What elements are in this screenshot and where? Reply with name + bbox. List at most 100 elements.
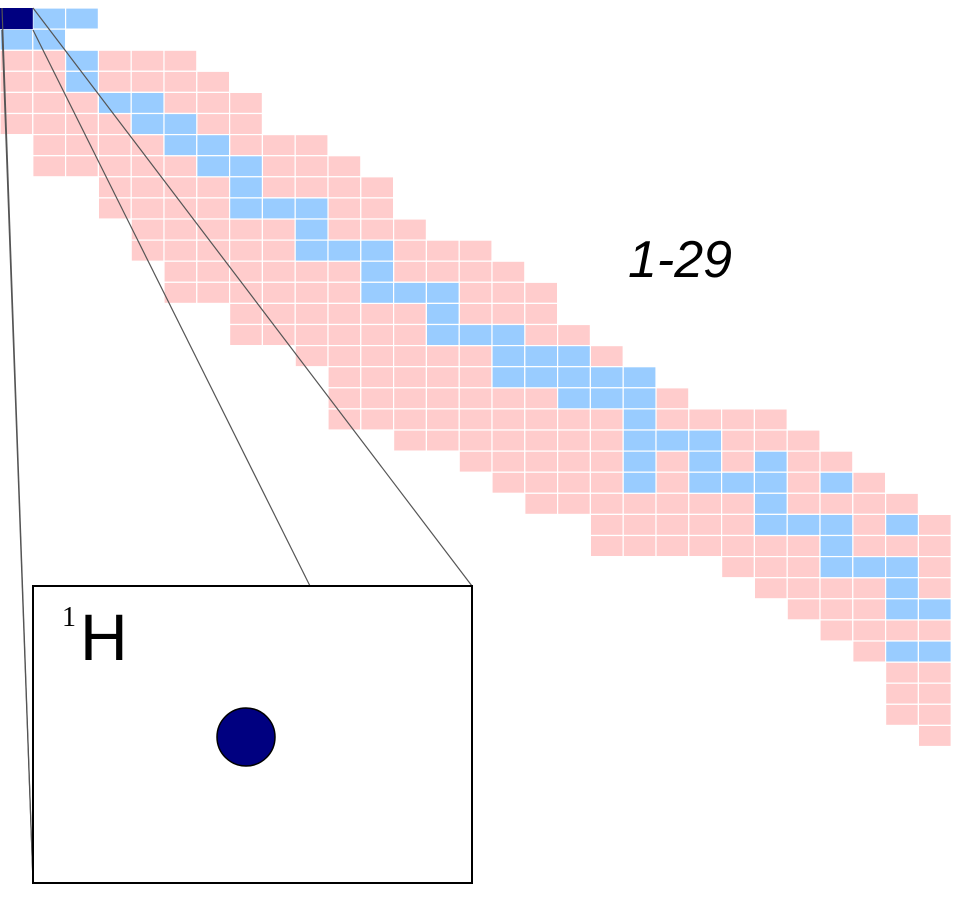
stable-nuclide-cell [229, 197, 264, 220]
stable-nuclide-cell [163, 112, 198, 136]
known-nuclide-cell [97, 70, 132, 94]
known-nuclide-cell [753, 534, 788, 558]
known-nuclide-cell [64, 112, 99, 136]
stable-nuclide-cell [196, 155, 231, 178]
stable-nuclide-cell [491, 366, 526, 389]
stable-nuclide-cell [884, 577, 919, 600]
known-nuclide-cell [32, 70, 67, 94]
known-nuclide-cell [720, 555, 755, 579]
connector-line-right [32, 7, 473, 587]
known-nuclide-cell [524, 429, 559, 452]
known-nuclide-cell [425, 345, 460, 368]
known-nuclide-cell [360, 366, 395, 389]
known-nuclide-cell [425, 239, 460, 262]
known-nuclide-cell [196, 281, 231, 304]
known-nuclide-cell [786, 598, 821, 621]
stable-nuclide-cell [655, 429, 690, 452]
known-nuclide-cell [491, 260, 526, 283]
known-nuclide-cell [163, 70, 198, 94]
known-nuclide-cell [458, 260, 493, 283]
known-nuclide-cell [229, 260, 264, 283]
stable-nuclide-cell [786, 513, 821, 537]
known-nuclide-cell [917, 661, 952, 684]
known-nuclide-cell [97, 197, 132, 220]
known-nuclide-cell [163, 49, 198, 72]
known-nuclide-cell [196, 176, 231, 199]
stable-nuclide-cell [360, 260, 395, 283]
known-nuclide-cell [852, 577, 887, 600]
stable-nuclide-cell [491, 345, 526, 368]
stable-nuclide-cell [753, 492, 788, 515]
stable-nuclide-cell [688, 450, 723, 473]
known-nuclide-cell [393, 429, 428, 452]
known-nuclide-cell [524, 323, 559, 347]
stable-nuclide-cell [0, 28, 34, 51]
known-nuclide-cell [360, 197, 395, 220]
known-nuclide-cell [294, 260, 329, 283]
known-nuclide-cell [589, 513, 624, 537]
known-nuclide-cell [884, 703, 919, 726]
known-nuclide-cell [261, 302, 296, 326]
known-nuclide-cell [261, 155, 296, 178]
known-nuclide-cell [491, 450, 526, 473]
known-nuclide-cell [786, 450, 821, 473]
known-nuclide-cell [524, 408, 559, 431]
known-nuclide-cell [917, 555, 952, 579]
known-nuclide-cell [589, 471, 624, 494]
known-nuclide-cell [196, 91, 231, 115]
known-nuclide-cell [0, 49, 34, 72]
known-nuclide-cell [917, 682, 952, 705]
known-nuclide-cell [130, 197, 165, 220]
mass-number: 1 [62, 602, 76, 633]
known-nuclide-cell [852, 640, 887, 663]
known-nuclide-cell [360, 176, 395, 199]
stable-nuclide-cell [622, 387, 657, 410]
known-nuclide-cell [720, 429, 755, 452]
known-nuclide-cell [393, 408, 428, 431]
stable-nuclide-cell [360, 281, 395, 304]
known-nuclide-cell [425, 260, 460, 283]
stable-nuclide-cell [97, 91, 132, 115]
known-nuclide-cell [294, 281, 329, 304]
known-nuclide-cell [491, 387, 526, 410]
known-nuclide-cell [327, 387, 362, 410]
stable-nuclide-cell [720, 471, 755, 494]
stable-nuclide-cell [753, 471, 788, 494]
known-nuclide-cell [491, 471, 526, 494]
known-nuclide-cell [97, 155, 132, 178]
known-nuclide-cell [589, 429, 624, 452]
known-nuclide-cell [622, 492, 657, 515]
known-nuclide-cell [97, 134, 132, 157]
known-nuclide-cell [819, 450, 854, 473]
stable-nuclide-cell [819, 513, 854, 537]
known-nuclide-cell [458, 450, 493, 473]
known-nuclide-cell [229, 112, 264, 136]
known-nuclide-cell [196, 239, 231, 262]
known-nuclide-cell [360, 387, 395, 410]
known-nuclide-cell [556, 429, 591, 452]
stable-nuclide-cell [524, 366, 559, 389]
known-nuclide-cell [556, 492, 591, 515]
stable-nuclide-cell [229, 176, 264, 199]
stable-nuclide-cell [622, 450, 657, 473]
known-nuclide-cell [229, 302, 264, 326]
known-nuclide-cell [393, 302, 428, 326]
known-nuclide-cell [393, 387, 428, 410]
known-nuclide-cell [130, 70, 165, 94]
stable-nuclide-cell [753, 450, 788, 473]
stable-nuclide-cell [884, 555, 919, 579]
known-nuclide-cell [458, 302, 493, 326]
known-nuclide-cell [655, 387, 690, 410]
known-nuclide-cell [884, 534, 919, 558]
known-nuclide-cell [753, 429, 788, 452]
known-nuclide-cell [917, 577, 952, 600]
stable-nuclide-cell [753, 513, 788, 537]
stable-nuclide-cell [622, 366, 657, 389]
known-nuclide-cell [819, 492, 854, 515]
known-nuclide-cell [425, 387, 460, 410]
known-nuclide-cell [294, 323, 329, 347]
known-nuclide-cell [294, 134, 329, 157]
known-nuclide-cell [327, 197, 362, 220]
known-nuclide-cell [196, 70, 231, 94]
